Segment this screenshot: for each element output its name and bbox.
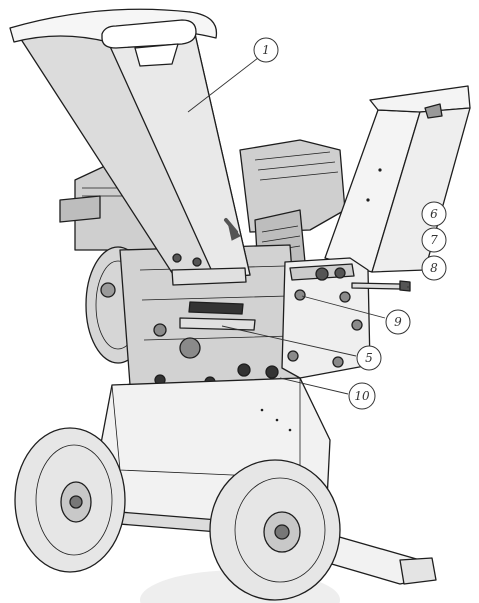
washer [315,267,329,281]
callout-5: 5 [356,345,382,371]
callout-6: 6 [421,201,447,227]
right-wheel [209,459,341,601]
callout-9: 9 [385,309,411,335]
air-filter [59,195,101,223]
drive-hub [179,337,201,359]
svg-text:6: 6 [430,207,438,221]
frame-foot [399,557,437,585]
leader-1 [187,57,259,113]
svg-text:10: 10 [354,389,370,403]
discharge-chute [324,85,471,273]
chute-knob [424,103,443,119]
callout-8: 8 [421,255,447,281]
hopper-handle [101,19,197,49]
blade [188,301,244,315]
svg-text:7: 7 [430,233,438,247]
svg-text:9: 9 [394,315,402,329]
hopper [9,8,251,286]
callout-7: 7 [421,227,447,253]
mount-bolt [265,365,279,379]
starter-handle [100,282,116,298]
svg-text:1: 1 [262,43,270,57]
leader-10 [279,377,349,395]
svg-text:5: 5 [365,351,373,365]
leader-9 [301,295,386,319]
callout-1: 1 [253,37,279,63]
bolt-8 [351,280,411,292]
callout-10: 10 [348,382,376,410]
nut [334,267,346,279]
cutter-housing [281,257,371,379]
left-wheel [14,427,126,573]
leader-5 [221,325,357,357]
svg-text:8: 8 [430,261,438,275]
